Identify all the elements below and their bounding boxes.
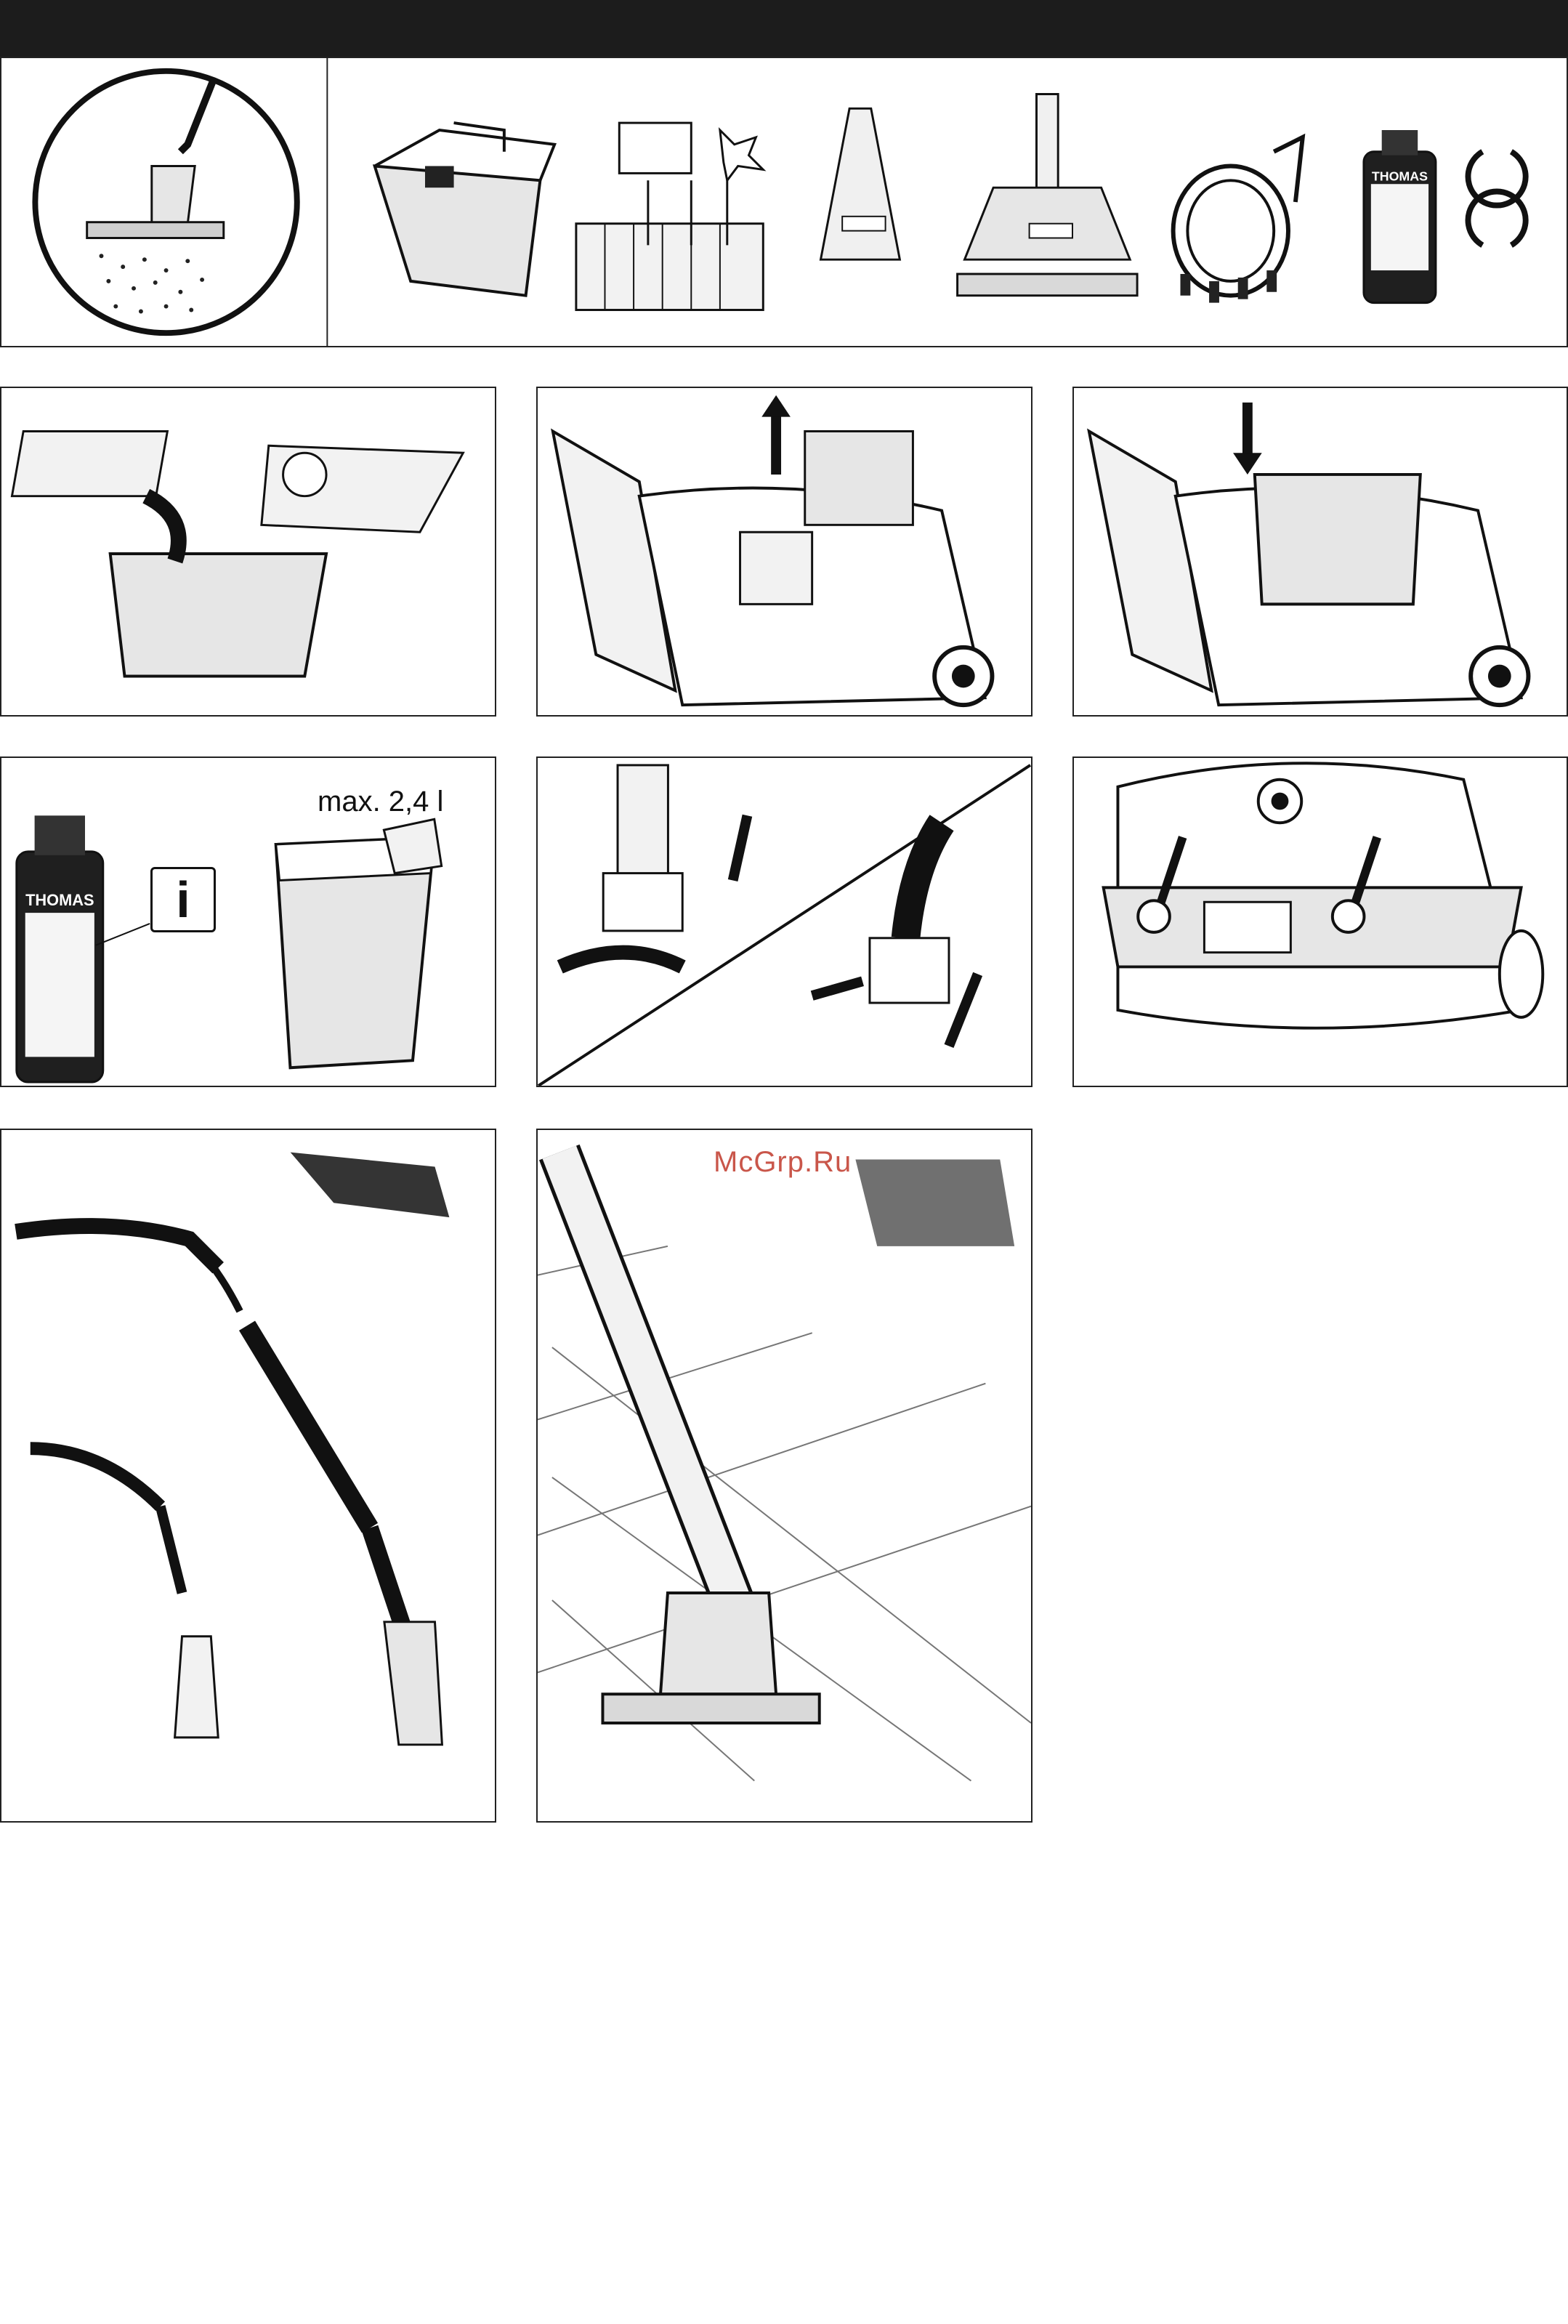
- floor-cleaning-illustration: [538, 1130, 1031, 1821]
- attach-nozzle-illustration: [1, 1130, 495, 1821]
- tank-capacity-label: max. 2,4 l: [318, 786, 443, 818]
- hose-clips-accessory: [1468, 152, 1525, 246]
- cleaning-bottle-accessory: THOMAS: [1364, 130, 1436, 303]
- svg-text:THOMAS: THOMAS: [1372, 169, 1428, 183]
- lift-filter-illustration: [538, 388, 1031, 715]
- water-tank-accessory: [375, 123, 555, 296]
- filter-removal-illustration: [1, 388, 495, 715]
- accessories-illustration: THOMAS: [1, 58, 1567, 346]
- step-panel-insert-filter: [1072, 387, 1568, 717]
- accessories-panel: THOMAS: [0, 57, 1568, 347]
- info-icon: i: [150, 867, 216, 932]
- header-bar: [0, 0, 1568, 58]
- insert-filter-illustration: [1074, 388, 1567, 715]
- hose-connect-illustration: [538, 758, 1031, 1086]
- filter-insert-accessory: [576, 123, 763, 310]
- watermark-text: McGrp.Ru: [714, 1146, 852, 1179]
- floor-nozzle-accessory: [958, 94, 1138, 296]
- spray-connectors-illustration: [1074, 758, 1567, 1086]
- step-panel-floor-cleaning: [536, 1129, 1032, 1823]
- step-panel-spray-connectors: [1072, 756, 1568, 1087]
- step-panel-filter-removal: [0, 387, 496, 717]
- upholstery-nozzle-accessory: [820, 108, 900, 259]
- spray-nozzle-circle: [35, 71, 296, 333]
- step-panel-attach-nozzle: [0, 1129, 496, 1823]
- step-panel-hose-connect: [536, 756, 1032, 1087]
- step-panel-lift-filter: [536, 387, 1032, 717]
- step-panel-fill-tank: THOMAS i max. 2,4 l: [0, 756, 496, 1087]
- svg-text:THOMAS: THOMAS: [25, 891, 94, 909]
- spray-hose-accessory: [1173, 137, 1303, 303]
